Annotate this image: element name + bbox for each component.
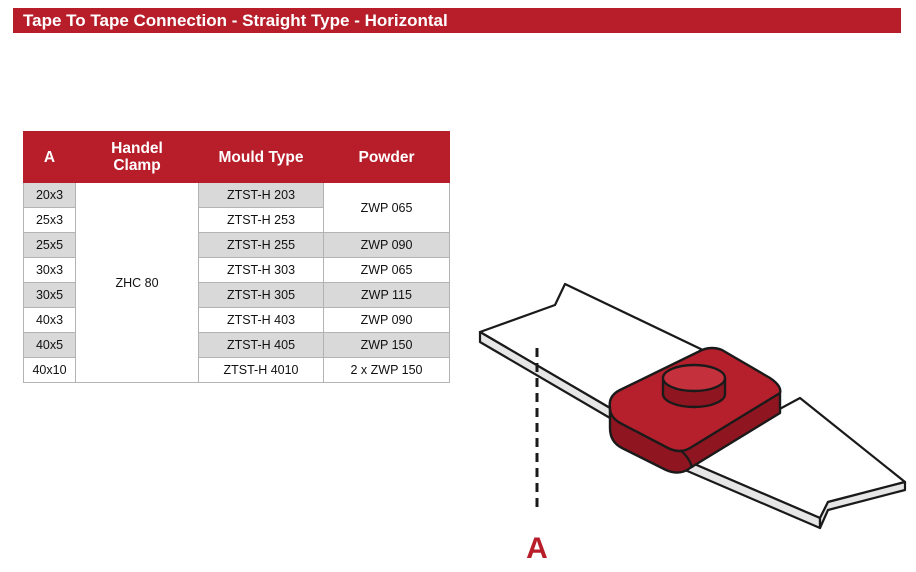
header-a: A <box>23 131 76 183</box>
dimension-label: A <box>526 532 548 565</box>
cell-a: 40x10 <box>23 357 76 383</box>
table-row: 25x3 ZTST-H 253 <box>23 207 450 233</box>
tape-connection-illustration: A <box>478 282 907 565</box>
table-row: 20x3 ZHC 80 ZTST-H 203 ZWP 065 <box>23 182 450 383</box>
cell-powder: ZWP 115 <box>323 282 450 308</box>
cell-handel-clamp: ZHC 80 <box>75 182 199 383</box>
cell-mould: ZTST-H 405 <box>198 332 324 358</box>
header-clamp-line1: Handel <box>111 140 163 157</box>
cell-mould: ZTST-H 253 <box>198 207 324 233</box>
cell-a: 40x3 <box>23 307 76 333</box>
cell-mould: ZTST-H 203 <box>198 182 324 208</box>
header-powder: Powder <box>323 131 450 183</box>
cell-powder: ZWP 090 <box>323 232 450 258</box>
cell-powder: ZWP 150 <box>323 332 450 358</box>
cell-mould: ZTST-H 403 <box>198 307 324 333</box>
cell-a: 30x3 <box>23 257 76 283</box>
cell-powder: ZWP 090 <box>323 307 450 333</box>
table-row: 40x3 ZTST-H 403 ZWP 090 <box>23 307 450 333</box>
cell-powder-merged: ZWP 065 <box>323 182 450 233</box>
connector-block <box>608 346 782 474</box>
cell-mould: ZTST-H 305 <box>198 282 324 308</box>
cell-a: 25x5 <box>23 232 76 258</box>
cell-powder: 2 x ZWP 150 <box>323 357 450 383</box>
page-title: Tape To Tape Connection - Straight Type … <box>13 8 901 33</box>
table-row: 30x3 ZTST-H 303 ZWP 065 <box>23 257 450 283</box>
cell-mould: ZTST-H 255 <box>198 232 324 258</box>
cell-a: 25x3 <box>23 207 76 233</box>
header-clamp-line2: Clamp <box>113 157 161 174</box>
cell-a: 40x5 <box>23 332 76 358</box>
cell-mould: ZTST-H 4010 <box>198 357 324 383</box>
header-handel-clamp: Handel Clamp <box>75 131 199 183</box>
spec-table: A Handel Clamp Mould Type Powder 20x3 ZH… <box>23 131 450 383</box>
cell-mould: ZTST-H 303 <box>198 257 324 283</box>
header-mould-type: Mould Type <box>198 131 324 183</box>
cell-a: 30x5 <box>23 282 76 308</box>
cell-powder: ZWP 065 <box>323 257 450 283</box>
table-row: 30x5 ZTST-H 305 ZWP 115 <box>23 282 450 308</box>
table-row: 40x10 ZTST-H 4010 2 x ZWP 150 <box>23 357 450 383</box>
cell-a: 20x3 <box>23 182 76 208</box>
table-header-row: A Handel Clamp Mould Type Powder <box>23 131 450 183</box>
table-row: 25x5 ZTST-H 255 ZWP 090 <box>23 232 450 258</box>
